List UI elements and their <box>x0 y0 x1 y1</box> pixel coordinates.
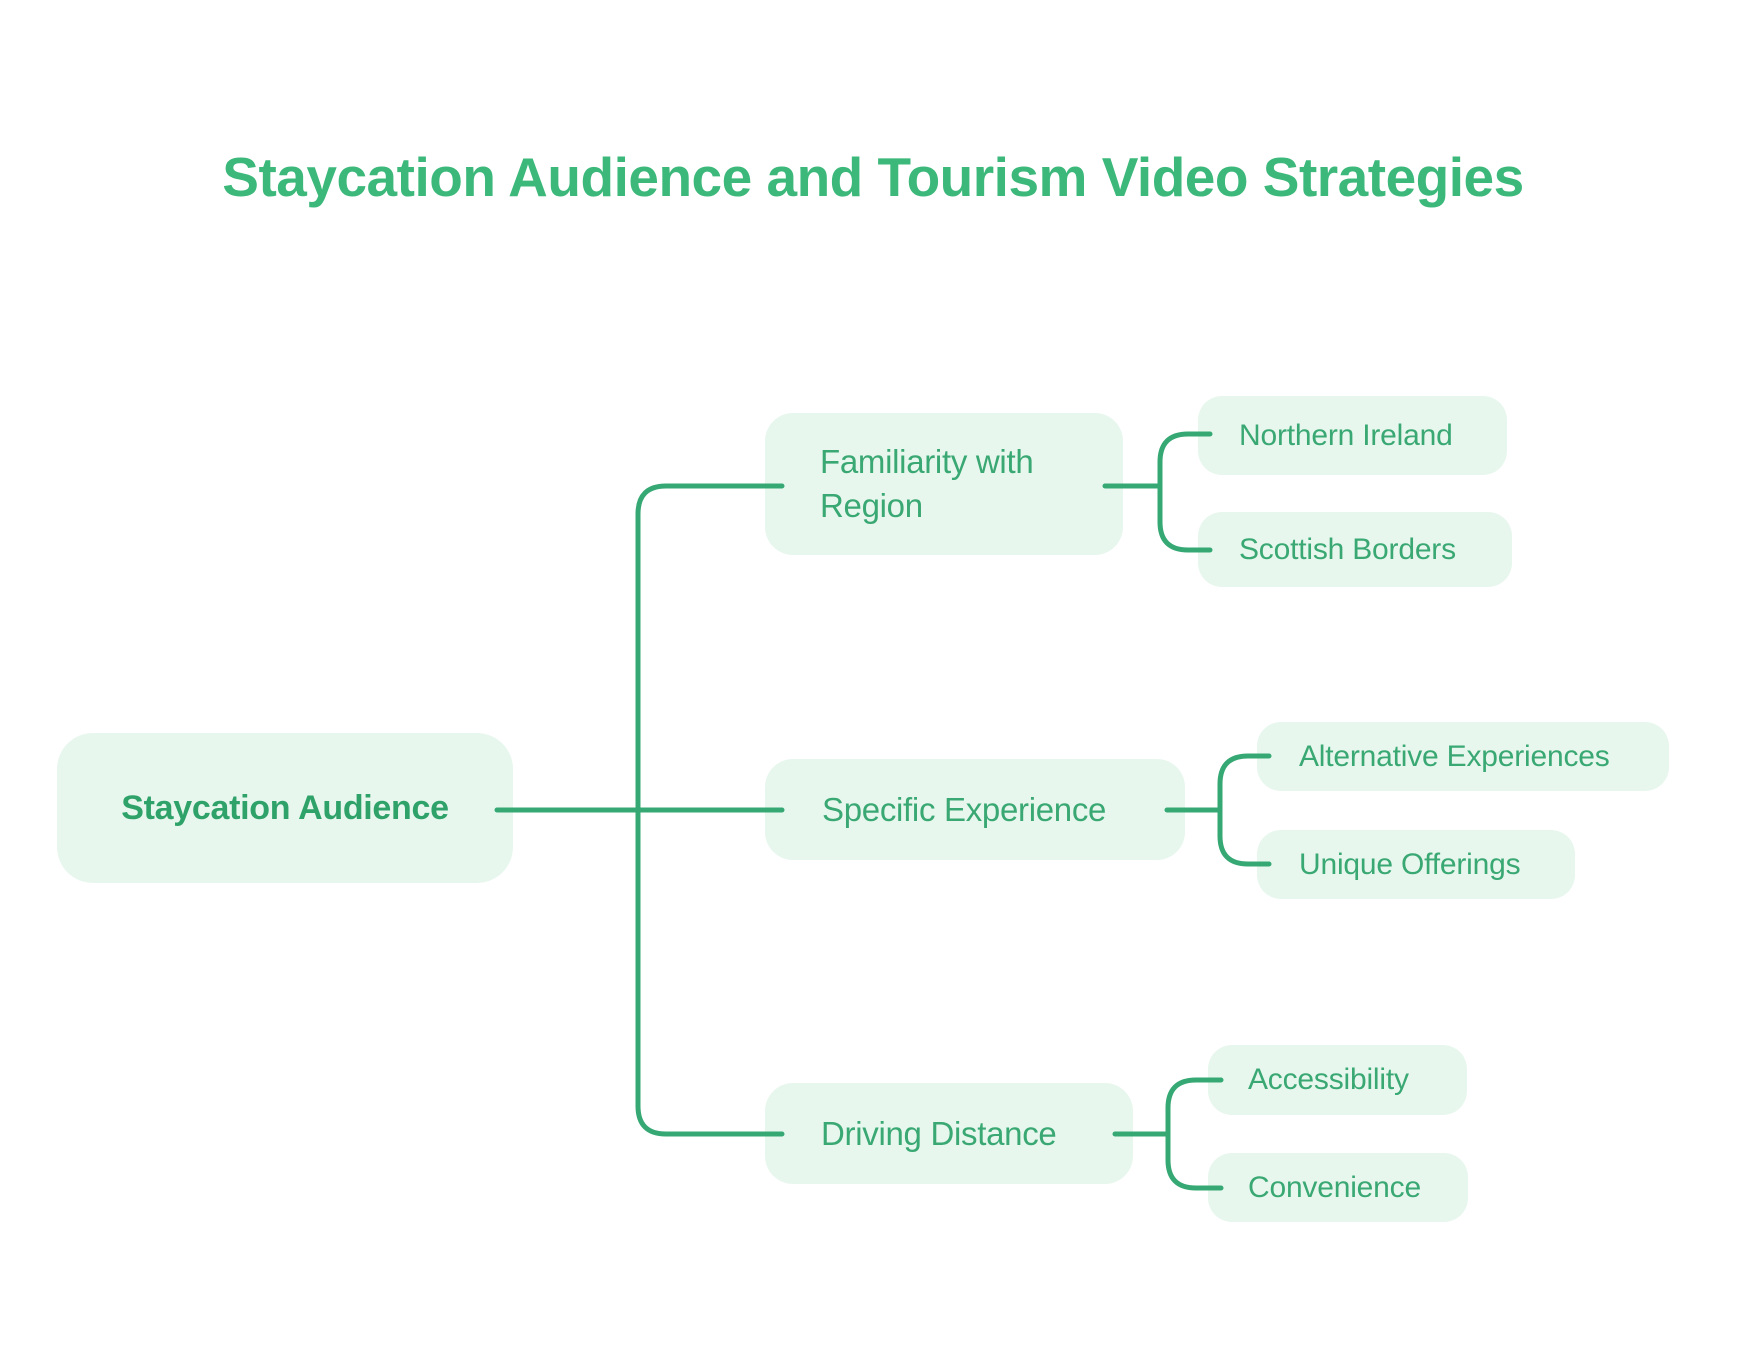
child-node-convenience: Convenience <box>1208 1153 1468 1222</box>
branch-node-label: Driving Distance <box>821 1114 1057 1152</box>
child-node-label: Convenience <box>1248 1170 1421 1204</box>
branch-node-label: Specific Experience <box>822 790 1107 828</box>
branch-node-driving-distance: Driving Distance <box>765 1083 1133 1184</box>
child-node-scottish-borders: Scottish Borders <box>1198 512 1512 587</box>
child-node-label: Accessibility <box>1248 1063 1409 1096</box>
root-node-label: Staycation Audience <box>121 788 449 827</box>
diagram-title: Staycation Audience and Tourism Video St… <box>222 146 1524 208</box>
child-node-label: Scottish Borders <box>1239 532 1456 566</box>
branch-node-familiarity-with-region: Familiarity with Region <box>765 413 1123 555</box>
root-node-staycation-audience: Staycation Audience <box>57 733 513 883</box>
child-node-accessibility: Accessibility <box>1208 1045 1467 1115</box>
branch-node-specific-experience: Specific Experience <box>765 759 1185 860</box>
child-node-label: Unique Offerings <box>1299 847 1521 881</box>
child-node-northern-ireland: Northern Ireland <box>1198 396 1507 475</box>
connector-trunk <box>635 483 785 1137</box>
child-node-unique-offerings: Unique Offerings <box>1257 830 1575 899</box>
child-node-label: Northern Ireland <box>1239 418 1453 452</box>
child-node-label: Alternative Experiences <box>1299 739 1610 773</box>
branch-node-label: Familiarity with Region <box>820 443 1034 524</box>
child-node-alternative-experiences: Alternative Experiences <box>1257 722 1669 791</box>
